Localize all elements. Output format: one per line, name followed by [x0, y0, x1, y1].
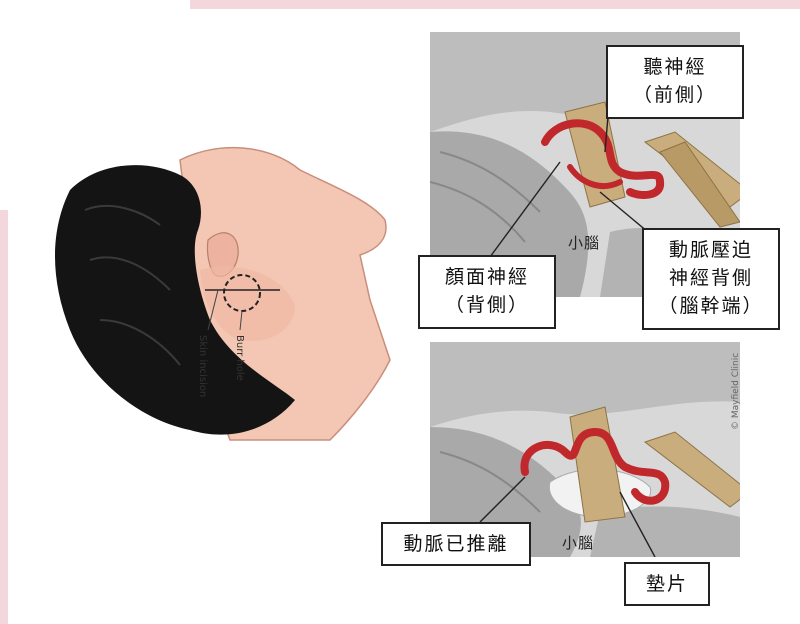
bottom-cerebellum-label: 小腦 [562, 532, 594, 553]
compression-line1: 動脈壓迫 [644, 236, 778, 264]
auditory-nerve-label: 聽神經 （前側） [606, 45, 744, 119]
facial-nerve-line1: 顏面神經 [420, 263, 554, 291]
head-drawing [30, 130, 400, 450]
image-credit: © Mayfield Clinic [731, 353, 741, 430]
top-accent-bar [190, 0, 800, 9]
pad-label: 墊片 [624, 562, 710, 606]
left-accent-bar [0, 210, 8, 624]
pad-text: 墊片 [626, 570, 708, 598]
auditory-nerve-line1: 聽神經 [608, 53, 742, 81]
top-cerebellum-label: 小腦 [568, 232, 600, 253]
artery-moved-label: 動脈已推離 [381, 522, 531, 566]
facial-nerve-label: 顏面神經 （背側） [418, 255, 556, 329]
incision-label-2: Burr hole [234, 335, 245, 381]
incision-label-1: Skin incision [197, 335, 208, 397]
artery-moved-text: 動脈已推離 [383, 530, 529, 558]
auditory-nerve-line2: （前側） [608, 81, 742, 109]
head-illustration: Skin incision Burr hole [30, 130, 400, 450]
compression-line3: （腦幹端） [644, 292, 778, 320]
compression-label: 動脈壓迫 神經背側 （腦幹端） [642, 228, 780, 330]
facial-nerve-line2: （背側） [420, 291, 554, 319]
compression-line2: 神經背側 [644, 264, 778, 292]
